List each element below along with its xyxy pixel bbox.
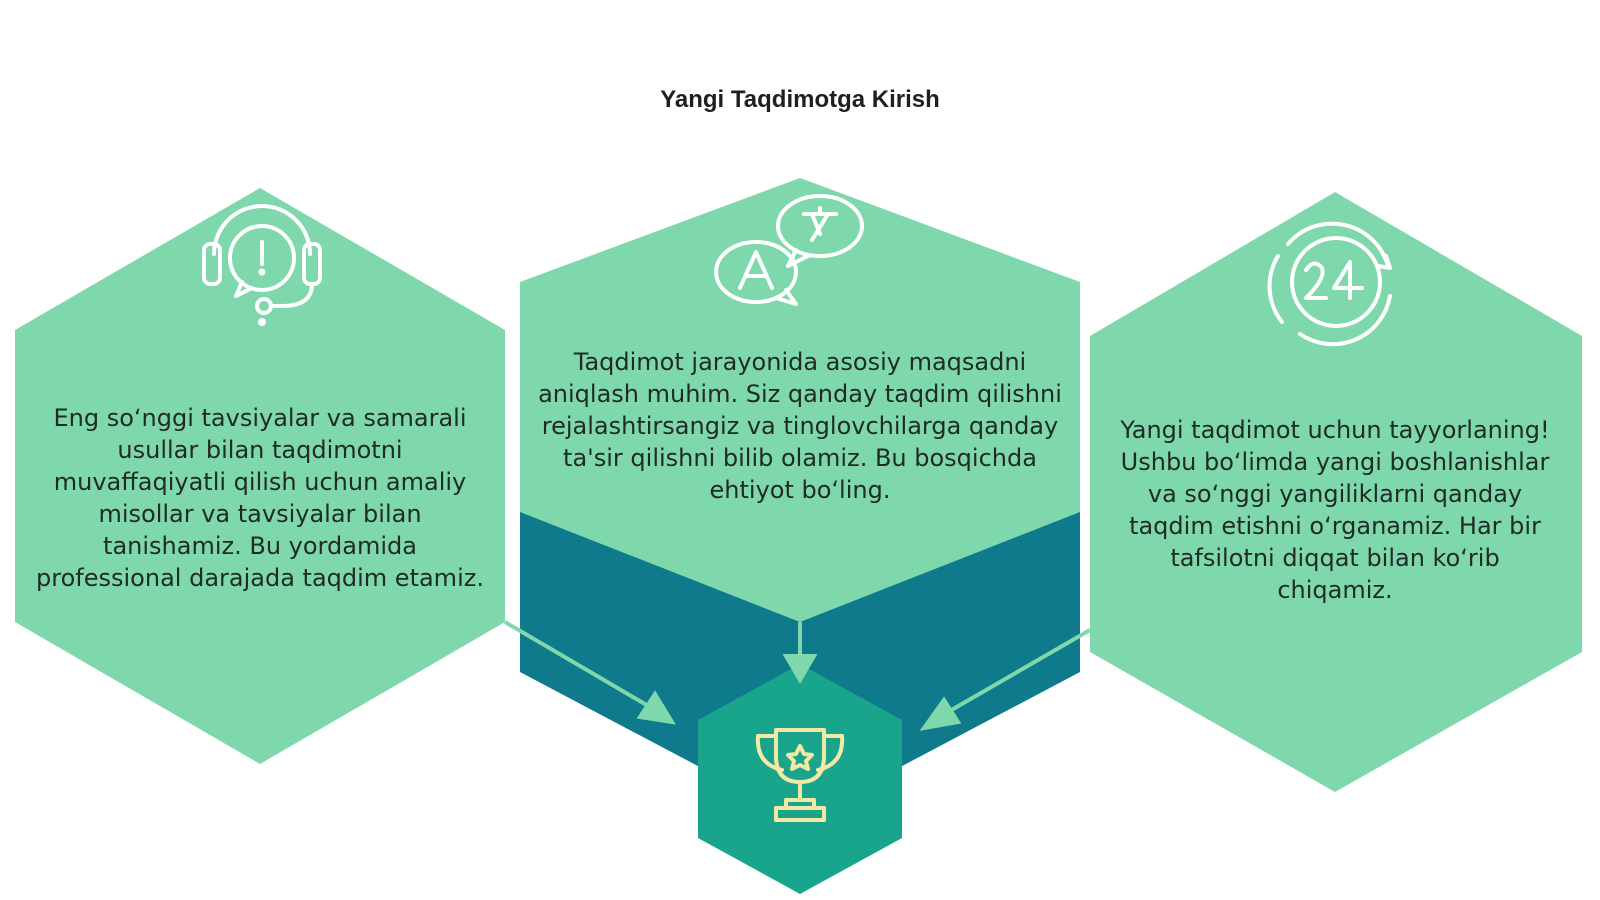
- hexagon-left: [15, 188, 505, 764]
- text-line: ehtiyot bo‘ling.: [709, 476, 891, 504]
- hexagon-center: [520, 178, 1080, 622]
- card-center-text: Taqdimot jarayonida asosiy maqsadni aniq…: [525, 346, 1075, 506]
- text-line: usullar bilan taqdimotni: [117, 436, 403, 464]
- text-line: rejalashtirsangiz va tinglovchilarga qan…: [541, 412, 1059, 440]
- text-line: tafsilotni diqqat bilan ko‘rib: [1170, 544, 1500, 572]
- text-line: va so‘nggi yangiliklarni qanday: [1147, 480, 1523, 508]
- text-line: muvaffaqiyatli qilish uchun amaliy: [53, 468, 467, 496]
- text-line: aniqlash muhim. Siz qanday taqdim qilish…: [538, 380, 1062, 408]
- hexagon-trophy: [698, 664, 902, 894]
- translate-chat-icon: [714, 194, 864, 306]
- text-line: Eng so‘nggi tavsiyalar va samarali: [53, 404, 467, 432]
- text-line: professional darajada taqdim etamiz.: [36, 564, 484, 592]
- text-line: taqdim etishni o‘rganamiz. Har bir: [1129, 512, 1541, 540]
- text-line: misollar va tavsiyalar bilan: [98, 500, 422, 528]
- 24-hours-icon: [1267, 221, 1392, 347]
- text-line: Yangi taqdimot uchun tayyorlaning!: [1120, 416, 1550, 444]
- card-left-text: Eng so‘nggi tavsiyalar va samarali usull…: [20, 402, 500, 594]
- trophy-icon: [755, 728, 845, 822]
- diagram-title: Yangi Taqdimotga Kirish: [660, 86, 940, 113]
- arrow-right-to-trophy: [919, 628, 1092, 731]
- text-line: Taqdimot jarayonida asosiy maqsadni: [573, 348, 1027, 376]
- arrow-left-to-trophy: [503, 620, 676, 725]
- text-line: Ushbu bo‘limda yangi boshlanishlar: [1120, 448, 1550, 476]
- text-line: chiqamiz.: [1277, 576, 1393, 604]
- headset-support-icon: [202, 204, 322, 326]
- text-line: ta'sir qilishni bilib olamiz. Bu bosqich…: [563, 444, 1037, 472]
- hexagon-right: [1090, 192, 1582, 792]
- arrow-center-to-trophy: [782, 622, 818, 684]
- text-line: tanishamiz. Bu yordamida: [103, 532, 417, 560]
- card-right-text: Yangi taqdimot uchun tayyorlaning! Ushbu…: [1090, 414, 1580, 606]
